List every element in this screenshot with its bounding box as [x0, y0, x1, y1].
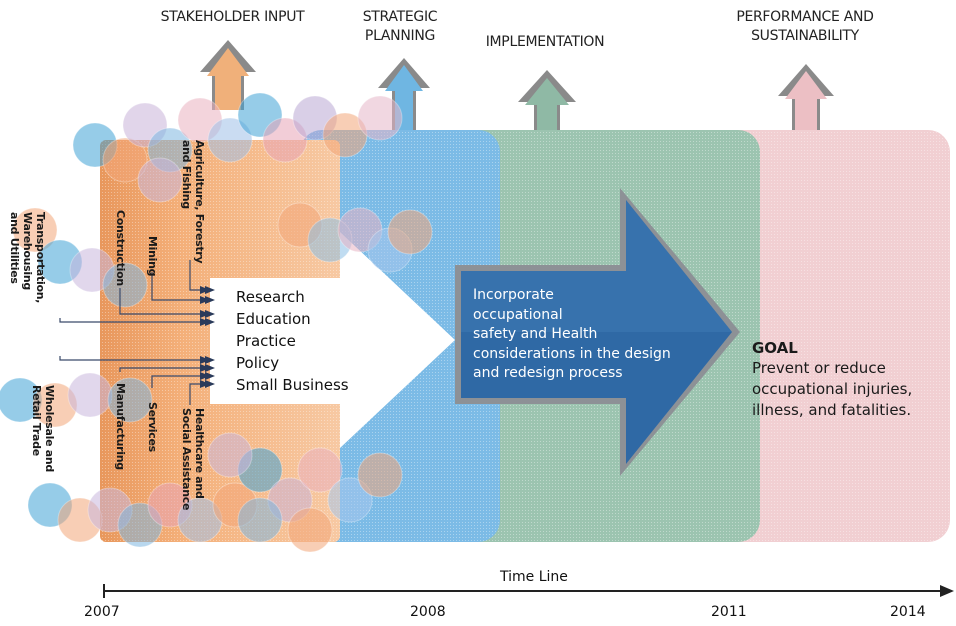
sector-connectors: [59, 260, 200, 405]
phase-label-implementation: IMPLEMENTATION: [485, 34, 605, 50]
process-description: Incorporate occupational safety and Heal…: [473, 286, 733, 384]
phase-label-stakeholder-input: STAKEHOLDER INPUT: [160, 9, 305, 25]
sector-construction: Construction: [114, 210, 127, 286]
planning-up-arrow: [378, 58, 430, 130]
input-item: Research: [236, 288, 305, 306]
implementation-up-arrow: [518, 70, 576, 130]
sector-arrowheads: [200, 286, 215, 388]
goal-block: GOAL Prevent or reduce occupational inju…: [752, 338, 912, 421]
process-arrow: [455, 188, 740, 476]
goal-title: GOAL: [752, 339, 798, 357]
goal-text: Prevent or reduce occupational injuries,…: [752, 358, 912, 421]
process-line: occupational: [473, 306, 563, 323]
timeline-axis: [103, 584, 954, 598]
input-areas-list: Research Education Practice Policy Small…: [236, 286, 349, 396]
process-line: safety and Health: [473, 326, 598, 342]
stakeholder-up-arrow: [200, 40, 256, 110]
process-line: Incorporate: [473, 287, 554, 303]
goal-line: occupational injuries,: [752, 380, 913, 398]
stakeholder-circles: [0, 92, 433, 428]
performance-up-arrow: [778, 64, 834, 130]
process-line: and redesign process: [473, 365, 623, 381]
timeline-year-2008: 2008: [410, 604, 446, 620]
sector-mining: Mining: [146, 236, 159, 277]
input-arrow: [210, 232, 455, 448]
input-item: Policy: [236, 354, 280, 372]
input-item: Education: [236, 310, 311, 328]
sector-services: Services: [146, 402, 159, 452]
stakeholder-circles-bottom: [27, 432, 403, 553]
timeline-year-2007: 2007: [84, 604, 120, 620]
timeline-year-2014: 2014: [890, 604, 926, 620]
timeline-label: Time Line: [500, 569, 568, 585]
timeline-year-2011: 2011: [711, 604, 747, 620]
sector-manufacturing: Manufacturing: [114, 383, 127, 470]
goal-line: illness, and fatalities.: [752, 401, 912, 419]
input-item: Small Business: [236, 376, 349, 394]
input-item: Practice: [236, 332, 296, 350]
goal-line: Prevent or reduce: [752, 359, 886, 377]
process-line: considerations in the design: [473, 345, 671, 362]
